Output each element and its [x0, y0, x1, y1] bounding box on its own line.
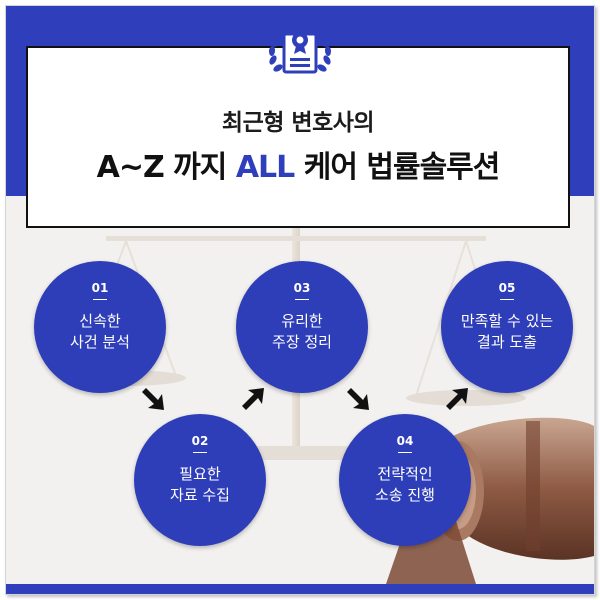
bottom-blue-band — [6, 584, 594, 594]
step-circle-05: 05 만족할 수 있는 결과 도출 — [441, 261, 573, 393]
title-box — [26, 46, 570, 228]
step-number: 05 — [441, 281, 573, 300]
arrow-down-right-icon — [347, 388, 369, 410]
step-label: 필요한 자료 수집 — [170, 465, 230, 504]
title-line-2: A~Z 까지 ALL 케어 법률솔루션 — [6, 142, 590, 186]
title-prefix: A~Z 까지 — [96, 150, 236, 185]
certificate-laurel-icon — [268, 32, 332, 74]
step-label: 유리한 주장 정리 — [272, 312, 332, 351]
title-accent: ALL — [235, 150, 295, 185]
step-number: 01 — [34, 281, 166, 300]
step-label: 만족할 수 있는 결과 도출 — [460, 312, 554, 351]
step-circle-04: 04 전략적인 소송 진행 — [339, 414, 471, 546]
step-number: 02 — [134, 434, 266, 453]
step-label: 신속한 사건 분석 — [70, 312, 130, 351]
title-line-1: 최근형 변호사의 — [221, 110, 375, 136]
title-suffix: 케어 법률솔루션 — [294, 150, 501, 185]
infographic-frame: 최근형 변호사의 A~Z 까지 ALL 케어 법률솔루션 01 신속한 사건 분… — [5, 5, 595, 595]
step-label: 전략적인 소송 진행 — [375, 465, 435, 504]
arrow-down-right-icon — [142, 388, 164, 410]
step-circle-02: 02 필요한 자료 수집 — [134, 414, 266, 546]
step-number: 04 — [339, 434, 471, 453]
step-circle-03: 03 유리한 주장 정리 — [236, 261, 368, 393]
arrow-up-right-icon — [242, 388, 264, 410]
step-circle-01: 01 신속한 사건 분석 — [34, 261, 166, 393]
step-number: 03 — [236, 281, 368, 300]
arrow-up-right-icon — [446, 388, 468, 410]
